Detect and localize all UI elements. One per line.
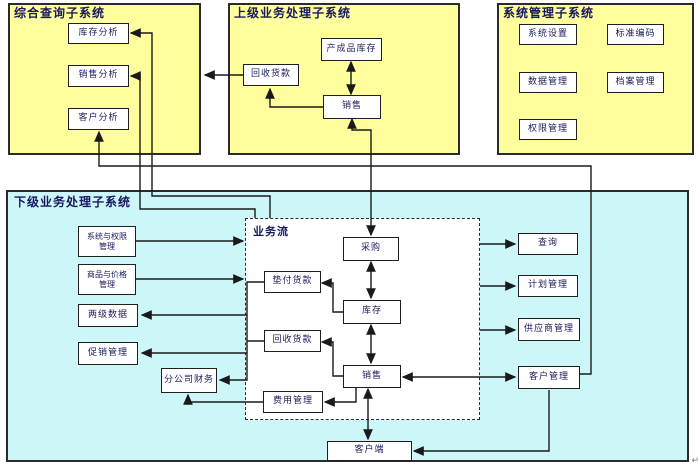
node-customer-analysis: 客户分析 [68, 108, 129, 130]
node-query: 查询 [518, 233, 578, 255]
node-payment-collection-upper: 回收货款 [243, 64, 299, 86]
cursor-artifact: ↵ [691, 456, 699, 466]
subsystem-lower-business-title: 下级业务处理子系统 [14, 195, 132, 209]
node-standard-coding: 标准编码 [607, 24, 664, 45]
node-purchase: 采购 [343, 237, 399, 261]
node-inventory-analysis: 库存分析 [68, 23, 129, 44]
node-finished-goods-inventory: 产成品库存 [321, 38, 382, 61]
node-branch-finance: 分公司财务 [161, 368, 217, 393]
node-client-terminal: 客户端 [327, 441, 412, 461]
subsystem-query-title: 综合查询子系统 [14, 6, 106, 20]
node-sales: 销售 [343, 365, 401, 388]
node-plan-mgmt: 计划管理 [518, 275, 578, 297]
node-promotion-mgmt: 促销管理 [78, 342, 138, 365]
node-product-price-mgmt: 商品与价格 管理 [78, 264, 136, 295]
node-customer-mgmt: 客户管理 [518, 366, 580, 389]
node-inventory: 库存 [343, 300, 401, 324]
node-payment-collection: 回收货款 [264, 330, 321, 352]
node-supplier-mgmt: 供应商管理 [518, 318, 580, 341]
node-advance-payment: 垫付货款 [264, 271, 321, 293]
node-sales-upper: 销售 [323, 95, 381, 119]
node-archive-management: 档案管理 [607, 72, 664, 93]
subsystem-admin-title: 系统管理子系统 [503, 6, 595, 20]
node-data-management: 数据管理 [519, 72, 577, 93]
node-expense-mgmt: 费用管理 [263, 391, 323, 413]
subsystem-upper-business-title: 上级业务处理子系统 [234, 6, 352, 20]
business-flow-title: 业务流 [253, 225, 289, 238]
node-sales-analysis: 销售分析 [68, 65, 129, 87]
node-system-permission-mgmt: 系统与权限 管理 [78, 226, 136, 257]
node-two-level-data: 两级数据 [78, 304, 138, 327]
node-system-settings: 系统设置 [519, 24, 577, 45]
node-permission-management: 权限管理 [519, 119, 577, 140]
